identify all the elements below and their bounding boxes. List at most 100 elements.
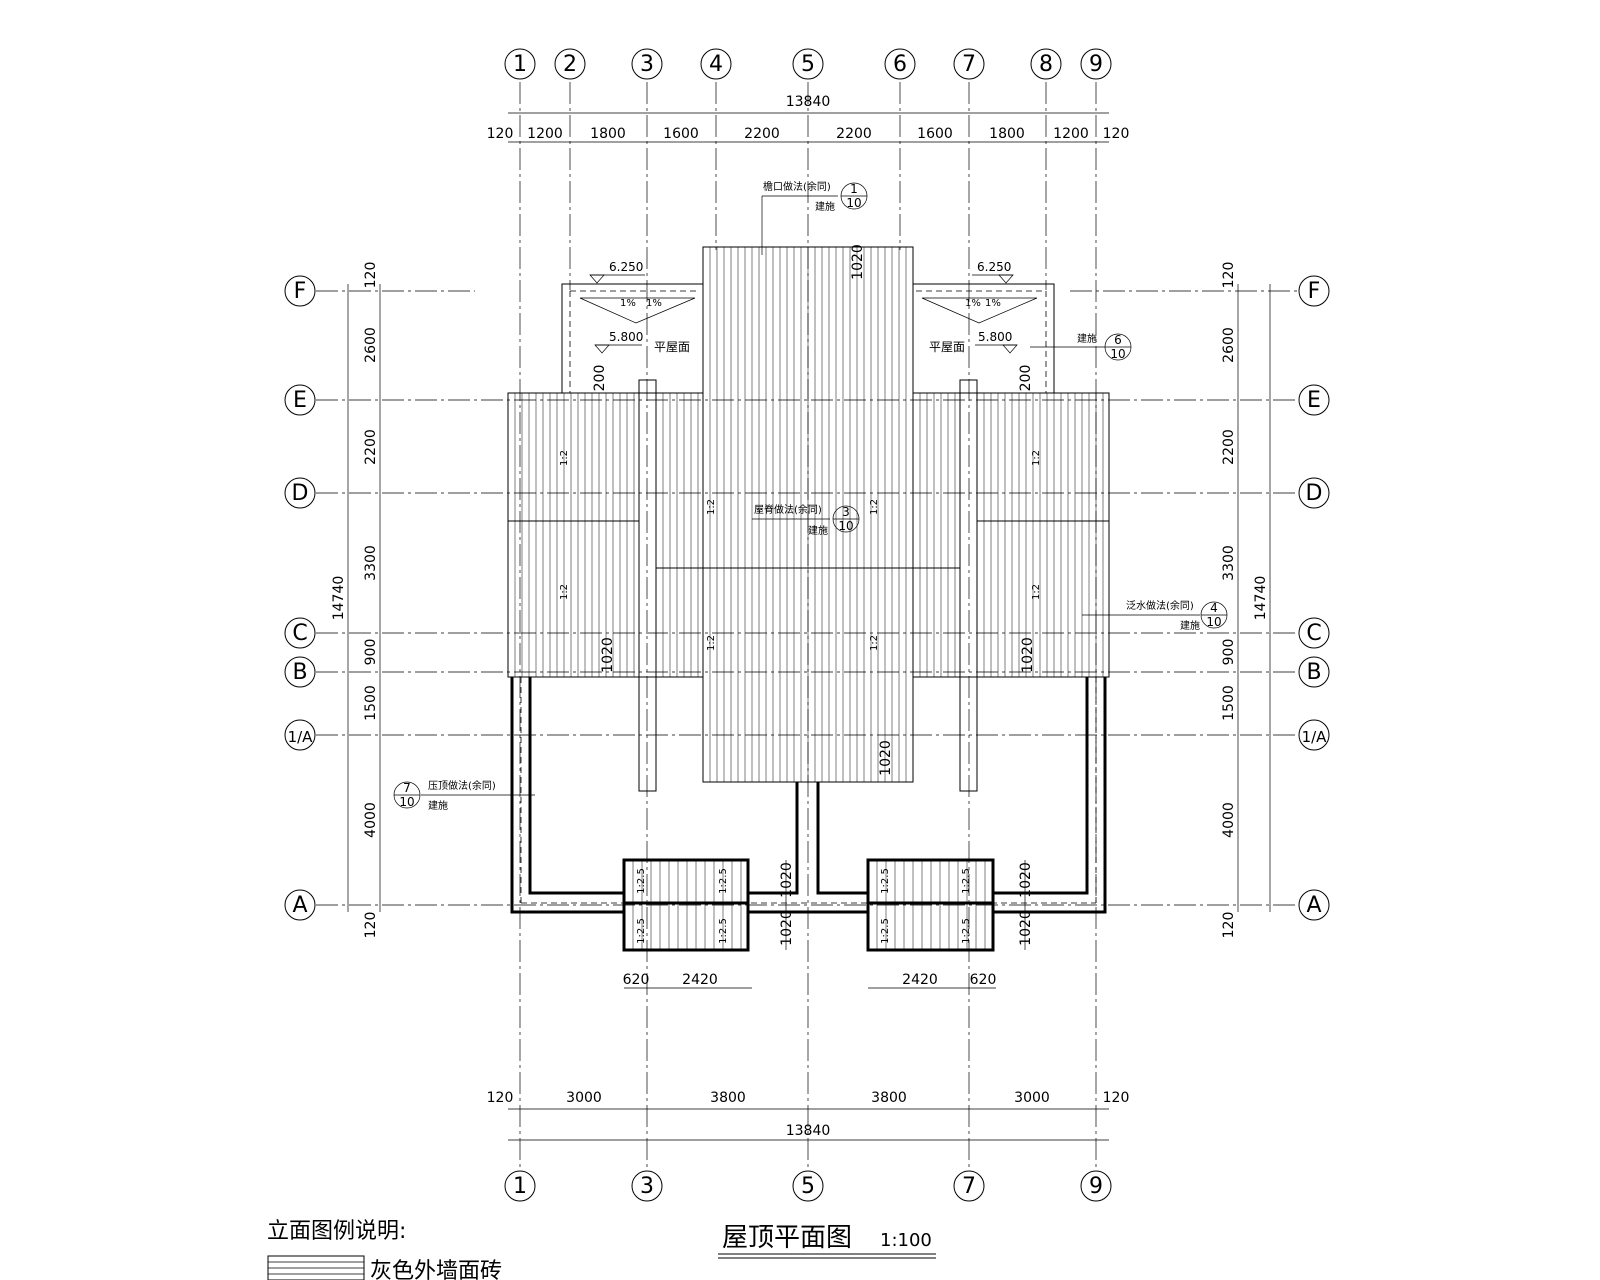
elev-top-left: 6.250: [609, 260, 643, 274]
entrance-canopies: [622, 858, 995, 952]
axis-bubble-C: C: [284, 617, 316, 649]
axis-bubble-C-label: C: [1306, 621, 1321, 646]
elevation-marks: 6.250 6.250 5.800 5.800 平屋面 平屋面 1% 1% 1%…: [589, 260, 1018, 354]
dim-left: 14740 120 2600 2200 3300 900 1500 4000 1…: [331, 262, 379, 939]
detail-callout-flashing: 泛水做法(余同) 建施 4 10: [1082, 599, 1228, 632]
dim-left-seg: 1500: [363, 685, 379, 721]
legend-heading: 立面图例说明:: [267, 1219, 406, 1244]
axis-bubble-A-label: A: [292, 893, 307, 918]
axis-bubble-B-label: B: [292, 660, 307, 685]
dim-top-seg: 1200: [1053, 126, 1089, 142]
slope-pct: 1%: [985, 298, 1001, 309]
dim-right-seg: 900: [1221, 639, 1237, 666]
canopy-slope: 1:2.5: [636, 868, 647, 894]
dim-right-seg: 120: [1221, 262, 1237, 289]
slope-ratio: 1:2: [1031, 450, 1042, 466]
ref-ridge: 3: [842, 505, 850, 519]
axis-grid: [316, 82, 1298, 1170]
roof-outline: [507, 246, 1110, 792]
dim-top-seg: 120: [487, 126, 514, 142]
canopy-slope: 1:2.5: [718, 868, 729, 894]
drawing-scale: 1:100: [880, 1230, 932, 1251]
axis-bubble-2-label: 2: [563, 52, 577, 77]
axis-bubble-5: 5: [792, 1170, 824, 1202]
legend-item: 灰色外墙面砖: [370, 1259, 502, 1280]
dim-bottom-seg: 3000: [566, 1090, 602, 1106]
dim-1020: 1020: [850, 244, 866, 280]
note-ref-label: 建施: [808, 524, 828, 537]
flat-roof-right: 平屋面: [929, 340, 965, 354]
axis-bubble-9: 9: [1080, 48, 1112, 80]
axis-bubble-3-label: 3: [640, 1174, 654, 1199]
ref-sheet: 10: [399, 795, 414, 809]
dim-left-seg: 120: [363, 912, 379, 939]
axis-bubble-5-label: 5: [801, 1174, 815, 1199]
elev-top-right: 6.250: [977, 260, 1011, 274]
canopy-slope: 1:2.5: [961, 918, 972, 944]
axis-bubble-B-label: B: [1306, 660, 1321, 685]
axis-bubbles-right: F E D CB 1/A A: [1298, 275, 1330, 921]
slope-ratio: 1:2: [559, 584, 570, 600]
axis-bubble-D-label: D: [292, 481, 309, 506]
slope-pct: 1%: [620, 298, 636, 309]
slope-pct: 1%: [965, 298, 981, 309]
note-ref-label: 建施: [1180, 619, 1200, 632]
dim-top-seg: 2200: [836, 126, 872, 142]
dim-stair: 620: [970, 972, 997, 988]
local-dims: 1020 1020 1020 1020 1020 1020 1020 1020 …: [592, 244, 1036, 988]
canopy-slope: 1:2.5: [718, 918, 729, 944]
axis-bubble-3: 3: [631, 1170, 663, 1202]
dim-1020: 1020: [600, 637, 616, 673]
dimension-lines: [347, 112, 1271, 1141]
dim-top-seg: 1200: [527, 126, 563, 142]
axis-bubble-7-label: 7: [962, 52, 976, 77]
slope-pct: 1%: [646, 298, 662, 309]
axis-bubble-1/A-label: 1/A: [1302, 728, 1328, 746]
roof-tile-hatch: [514, 247, 1104, 950]
ref-flashing: 4: [1210, 601, 1218, 615]
note-ref-label: 建施: [1077, 332, 1097, 345]
axis-bubble-F-label: F: [294, 279, 307, 304]
dim-left-seg: 900: [363, 639, 379, 666]
elev-flat-left: 5.800: [609, 330, 643, 344]
detail-callout-eaves: 檐口做法(余同) 建施 1 10: [761, 180, 868, 255]
axis-bubble-8: 8: [1030, 48, 1062, 80]
note-ridge: 屋脊做法(余同): [754, 503, 822, 516]
canopy-slope: 1:2.5: [880, 868, 891, 894]
dim-stair: 2420: [902, 972, 938, 988]
dim-1020: 1020: [878, 740, 894, 776]
axis-bubble-B: B: [1298, 656, 1330, 688]
dim-top-seg: 1800: [590, 126, 626, 142]
axis-bubble-1: 1: [504, 48, 536, 80]
dim-left-seg: 2600: [363, 327, 379, 363]
axis-bubble-6-label: 6: [893, 52, 907, 77]
slope-ratio: 1:2: [869, 635, 880, 651]
canopy-slope: 1:2.5: [880, 918, 891, 944]
axis-bubble-F: F: [1298, 275, 1330, 307]
axis-bubble-D: D: [1298, 477, 1330, 509]
dim-left-seg: 4000: [363, 802, 379, 838]
dim-1020: 1020: [1018, 862, 1034, 898]
dim-left-seg: 120: [363, 262, 379, 289]
flat-roof-left: 平屋面: [654, 340, 690, 354]
axis-bubble-3-label: 3: [640, 52, 654, 77]
axis-bubble-C-label: C: [292, 621, 307, 646]
note-flashing: 泛水做法(余同): [1126, 599, 1194, 612]
detail-callout-ridge: 屋脊做法(余同) 建施 3 10: [752, 503, 860, 537]
dim-1020: 1020: [1020, 637, 1036, 673]
axis-bubble-A: A: [1298, 889, 1330, 921]
slope-ratios: 1:2 1:2 1:2 1:2 1:2 1:2 1:2 1:2 1:2.5 1:…: [559, 450, 1042, 944]
slope-ratio: 1:2: [559, 450, 570, 466]
parapet-walls: [510, 677, 1107, 914]
axis-bubble-E-label: E: [1307, 388, 1321, 413]
elev-flat-right: 5.800: [978, 330, 1012, 344]
dim-top-total: 13840: [786, 94, 831, 110]
note-eaves: 檐口做法(余同): [763, 180, 831, 193]
axis-bubble-E-label: E: [293, 388, 307, 413]
dim-bottom-segments: 120 3000 3800 3800 3000 120: [487, 1090, 1130, 1106]
dim-top-seg: 1800: [989, 126, 1025, 142]
axis-bubble-6: 6: [884, 48, 916, 80]
